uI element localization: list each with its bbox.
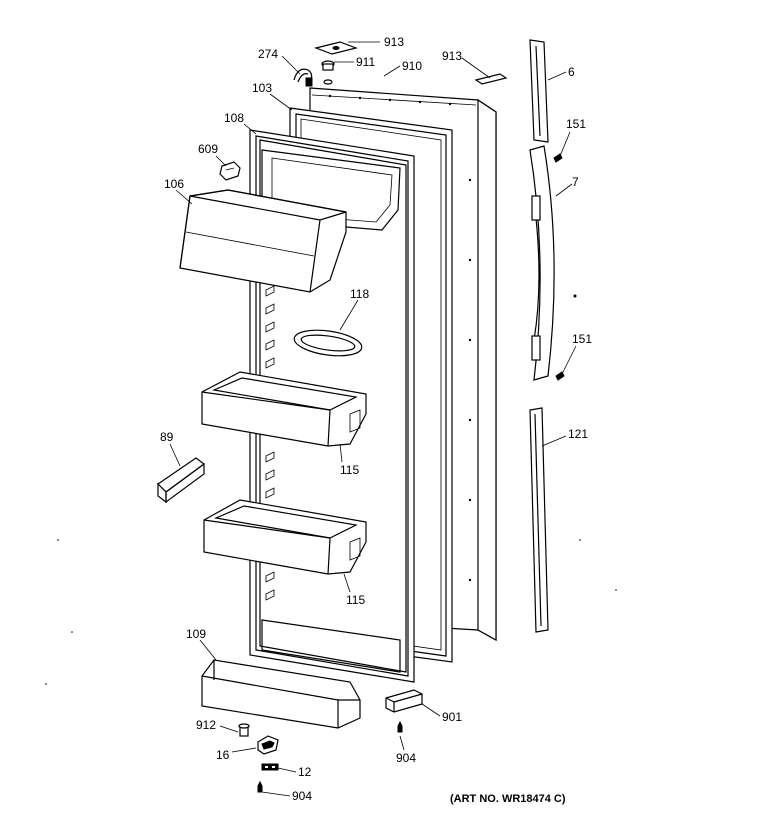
part-911 bbox=[321, 60, 335, 85]
label-904-bottom: 904 bbox=[292, 789, 312, 803]
label-121: 121 bbox=[568, 427, 588, 441]
part-16 bbox=[257, 735, 279, 755]
label-913-right: 913 bbox=[442, 49, 462, 63]
part-274 bbox=[293, 68, 313, 87]
part-12 bbox=[261, 763, 279, 771]
door-handle bbox=[529, 145, 577, 381]
label-913-top: 913 bbox=[384, 35, 404, 49]
label-106: 106 bbox=[164, 177, 184, 191]
oval-part bbox=[293, 329, 363, 357]
label-118: 118 bbox=[350, 287, 369, 301]
art-number: (ART NO. WR18474 C) bbox=[450, 793, 566, 805]
leader-lines bbox=[169, 41, 577, 797]
label-103: 103 bbox=[252, 81, 272, 95]
handle-cap bbox=[529, 39, 549, 143]
label-901: 901 bbox=[442, 710, 462, 724]
label-609: 609 bbox=[198, 142, 218, 156]
label-6: 6 bbox=[568, 65, 575, 79]
part-901 bbox=[385, 689, 423, 713]
label-89: 89 bbox=[160, 430, 174, 444]
label-151-lower: 151 bbox=[572, 332, 592, 346]
label-109: 109 bbox=[186, 627, 206, 641]
trim-strip bbox=[529, 407, 549, 633]
part-labels: 913 274 911 913 910 6 103 108 609 151 10… bbox=[160, 35, 592, 805]
screw-151-upper bbox=[553, 153, 563, 163]
label-115-lower: 115 bbox=[346, 593, 365, 607]
label-7: 7 bbox=[572, 175, 579, 189]
label-911: 911 bbox=[356, 55, 375, 69]
label-910: 910 bbox=[402, 59, 422, 73]
screw-904-mid bbox=[397, 720, 403, 733]
dairy-compartment-cover bbox=[179, 189, 347, 293]
door-shelf-upper bbox=[201, 371, 367, 447]
part-609 bbox=[219, 161, 241, 181]
bottom-door-bin bbox=[201, 659, 361, 729]
label-151-upper: 151 bbox=[566, 117, 586, 131]
label-108: 108 bbox=[224, 111, 244, 125]
part-912 bbox=[238, 723, 250, 737]
label-115-upper: 115 bbox=[340, 463, 359, 477]
label-904-mid: 904 bbox=[396, 751, 416, 765]
part-89 bbox=[157, 457, 206, 504]
label-912: 912 bbox=[196, 718, 216, 732]
part-913-right bbox=[474, 73, 508, 85]
door-shelf-lower bbox=[203, 499, 367, 575]
label-16: 16 bbox=[216, 748, 230, 762]
screw-904-bottom bbox=[257, 780, 263, 793]
part-913-top bbox=[313, 41, 359, 55]
label-274: 274 bbox=[258, 47, 278, 61]
label-12: 12 bbox=[298, 765, 312, 779]
scan-specks bbox=[45, 539, 617, 685]
